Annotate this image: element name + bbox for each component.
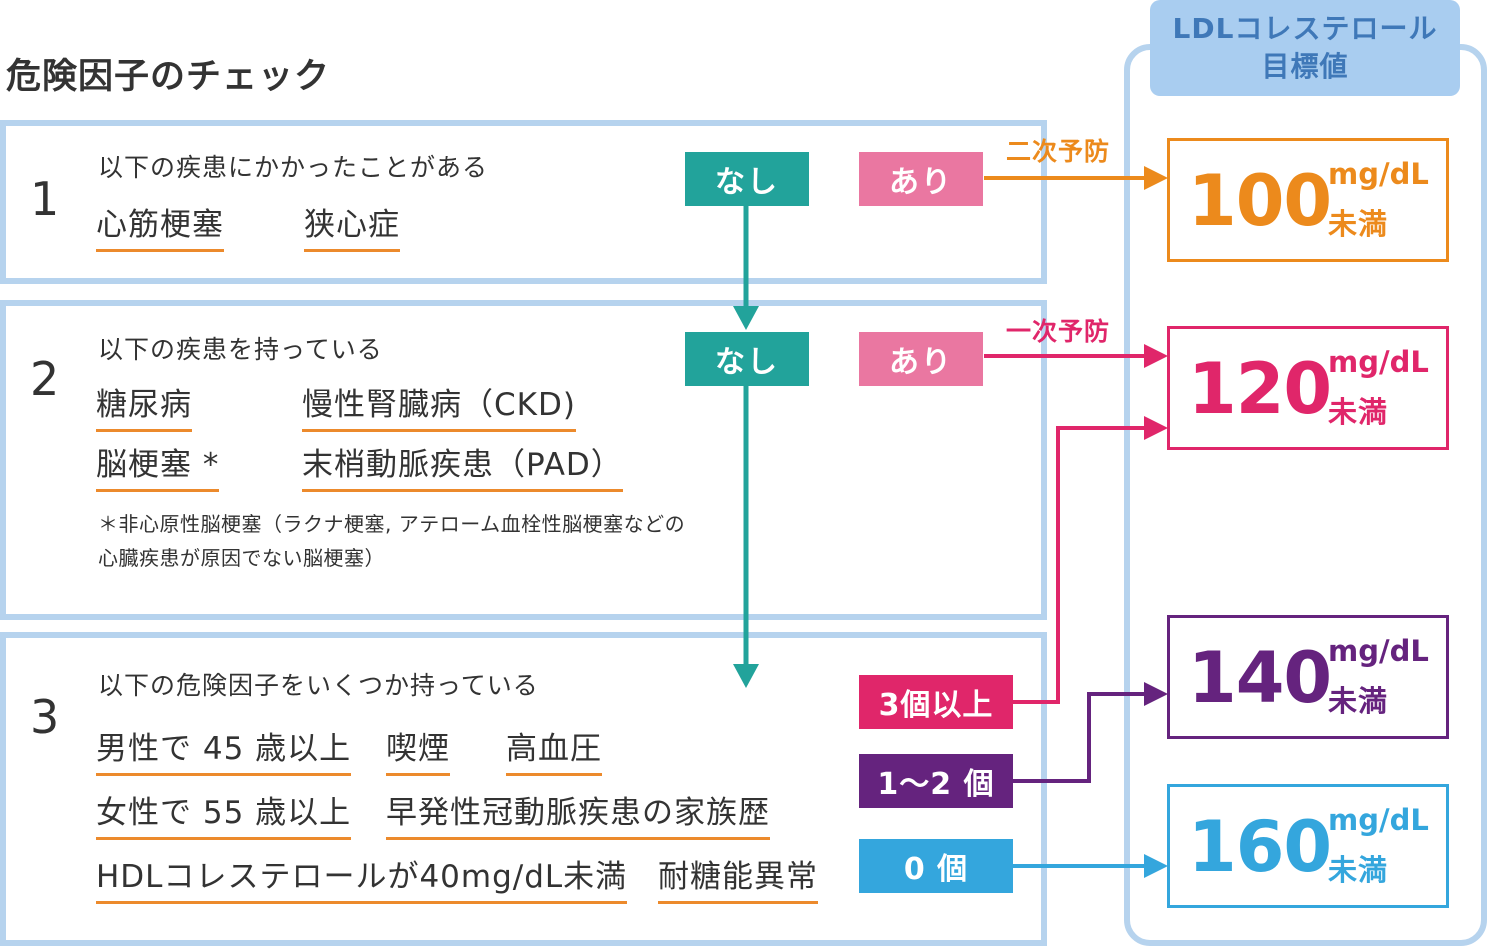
section-1-question: 以下の疾患にかかったことがある: [98, 153, 489, 182]
count-0-arrow: [1013, 854, 1168, 878]
page-title: 危険因子のチェック: [6, 57, 331, 97]
count-1to2-badge: 1〜2 個: [859, 754, 1013, 808]
secondary-prevention-label: 二次予防: [1006, 137, 1111, 166]
count-3plus-arrow: [1013, 416, 1168, 704]
s3-item-hypertension: 高血圧: [506, 730, 602, 776]
s2-item-cerebral-infarction: 脳梗塞 *: [96, 446, 220, 492]
s1-item-angina: 狭心症: [304, 206, 400, 252]
nashi-arrow-1: [733, 206, 759, 330]
target-120-box: 120 mg/dL 未満: [1167, 326, 1449, 450]
target-100-suffix: 未満: [1328, 207, 1389, 241]
s2-item-ckd: 慢性腎臓病（CKD): [302, 386, 576, 432]
target-140-unit: mg/dL: [1328, 634, 1429, 668]
target-header-line2: 目標値: [1261, 50, 1349, 83]
target-140-suffix: 未満: [1328, 684, 1389, 718]
target-100-unit: mg/dL: [1328, 157, 1429, 191]
ari-badge-2: あり: [859, 332, 983, 386]
count-0-badge: 0 個: [859, 839, 1013, 893]
nashi-arrow-2: [733, 386, 759, 688]
target-column-header: LDLコレステロール 目標値: [1150, 0, 1460, 96]
nashi-badge-2: なし: [685, 332, 809, 386]
s3-item-smoking: 喫煙: [386, 730, 450, 776]
s2-footnote: ＊非心原性脳梗塞（ラクナ梗塞, アテローム血栓性脳梗塞などの 心臓疾患が原因でな…: [98, 507, 685, 575]
target-140-value: 140: [1188, 637, 1332, 719]
section-3-question: 以下の危険因子をいくつか持っている: [98, 671, 539, 700]
section-1-number: 1: [30, 172, 60, 226]
target-120-value: 120: [1188, 348, 1332, 430]
target-160-suffix: 未満: [1328, 853, 1389, 887]
target-100-box: 100 mg/dL 未満: [1167, 138, 1449, 262]
primary-prevention-label: 一次予防: [1006, 317, 1111, 346]
target-header-line1: LDLコレステロール: [1172, 12, 1438, 45]
section-3-number: 3: [30, 690, 60, 744]
s3-item-low-hdl: HDLコレステロールが40mg/dL未満: [96, 858, 628, 904]
target-160-unit: mg/dL: [1328, 803, 1429, 837]
primary-prevention-arrow: [984, 344, 1168, 368]
secondary-prevention-arrow: [984, 166, 1168, 190]
s2-item-diabetes: 糖尿病: [96, 386, 192, 432]
s2-footnote-line1: ＊非心原性脳梗塞（ラクナ梗塞, アテローム血栓性脳梗塞などの: [98, 512, 686, 536]
s1-item-myocardial-infarction: 心筋梗塞: [96, 206, 224, 252]
s3-item-family-history: 早発性冠動脈疾患の家族歴: [386, 794, 770, 840]
target-100-value: 100: [1188, 160, 1332, 242]
section-2-question: 以下の疾患を持っている: [98, 335, 383, 364]
target-140-box: 140 mg/dL 未満: [1167, 615, 1449, 739]
target-160-value: 160: [1188, 806, 1332, 888]
ari-badge-1: あり: [859, 152, 983, 206]
target-120-suffix: 未満: [1328, 395, 1389, 429]
s3-item-female-55: 女性で 55 歳以上: [96, 794, 352, 840]
target-160-box: 160 mg/dL 未満: [1167, 784, 1449, 908]
s2-item-pad: 末梢動脈疾患（PAD）: [302, 446, 623, 492]
s3-item-male-45: 男性で 45 歳以上: [96, 730, 352, 776]
section-2-number: 2: [30, 352, 60, 406]
target-120-unit: mg/dL: [1328, 345, 1429, 379]
nashi-badge-1: なし: [685, 152, 809, 206]
count-3plus-badge: 3個以上: [859, 675, 1013, 729]
s3-item-glucose-intolerance: 耐糖能異常: [658, 858, 818, 904]
s2-footnote-line2: 心臓疾患が原因でない脳梗塞）: [98, 546, 385, 570]
count-1to2-arrow: [1013, 682, 1168, 783]
